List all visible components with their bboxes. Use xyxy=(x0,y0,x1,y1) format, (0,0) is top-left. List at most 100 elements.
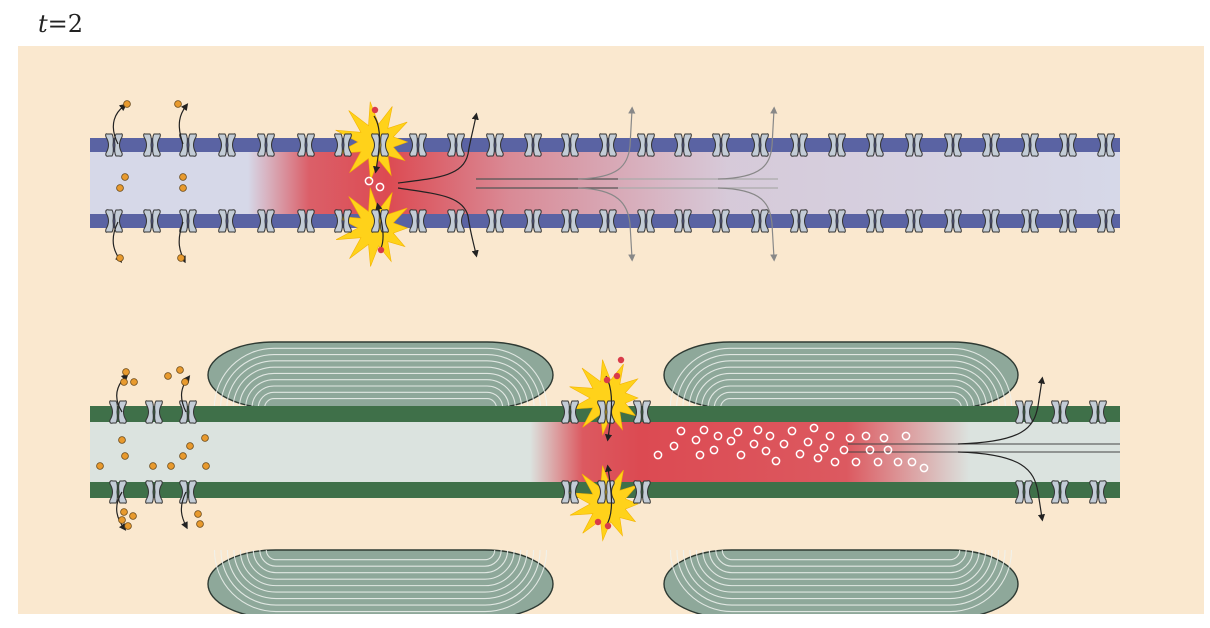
sodium-ion-icon xyxy=(375,182,385,192)
potassium-ion-icon xyxy=(179,452,187,460)
current-arrow-icon xyxy=(717,106,778,180)
ion-channel-icon xyxy=(561,209,579,233)
potassium-ion-icon xyxy=(130,378,138,386)
sodium-ion-icon xyxy=(819,443,829,453)
ion-channel-icon xyxy=(409,209,427,233)
ion-channel-icon xyxy=(866,133,884,157)
current-arrow-icon xyxy=(717,187,778,262)
sodium-ion-icon xyxy=(653,450,663,460)
ion-channel-icon xyxy=(1015,480,1033,504)
myelinated-axon xyxy=(90,341,1120,614)
sodium-ion-icon xyxy=(787,426,797,436)
ion-channel-icon xyxy=(905,133,923,157)
sodium-ion-icon xyxy=(691,435,701,445)
sodium-ion-icon xyxy=(613,372,621,380)
myelin-sheath-icon xyxy=(207,341,554,409)
unmyelinated-axon xyxy=(90,100,1120,267)
sodium-ion-icon xyxy=(809,423,819,433)
current-arrow-icon xyxy=(957,376,1046,445)
ion-channel-icon xyxy=(633,480,651,504)
myelin-sheath-icon xyxy=(663,341,1019,409)
sodium-ion-icon xyxy=(779,439,789,449)
ion-channel-icon xyxy=(633,400,651,424)
sodium-ion-icon xyxy=(594,518,602,526)
sodium-ion-icon xyxy=(851,457,861,467)
time-variable: t xyxy=(38,10,48,38)
ion-channel-icon xyxy=(751,209,769,233)
ion-channel-icon xyxy=(297,133,315,157)
potassium-ion-icon xyxy=(121,452,129,460)
ion-channel-icon xyxy=(982,133,1000,157)
potassium-ion-icon xyxy=(118,436,126,444)
sodium-ion-icon xyxy=(879,433,889,443)
ion-channel-icon xyxy=(790,133,808,157)
spark-icon xyxy=(569,359,639,436)
ion-channel-icon xyxy=(599,133,617,157)
ion-channel-icon xyxy=(371,133,389,157)
potassium-ion-icon xyxy=(120,508,128,516)
potassium-ion-icon xyxy=(186,442,194,450)
axon-conduction-diagram xyxy=(90,100,1120,614)
ion-channel-icon xyxy=(674,209,692,233)
ion-channel-icon xyxy=(1051,400,1069,424)
sodium-ion-icon xyxy=(861,431,871,441)
ion-channel-icon xyxy=(109,480,127,504)
sodium-ion-icon xyxy=(901,431,911,441)
ion-channel-icon xyxy=(790,209,808,233)
sodium-ion-icon xyxy=(736,450,746,460)
potassium-ion-icon xyxy=(129,512,137,520)
potassium-ion-icon xyxy=(149,462,157,470)
ion-channel-icon xyxy=(982,209,1000,233)
ion-channel-icon xyxy=(637,209,655,233)
potassium-ion-icon xyxy=(202,462,210,470)
ion-channel-icon xyxy=(297,209,315,233)
potassium-ion-icon xyxy=(179,184,187,192)
ion-channel-icon xyxy=(179,480,197,504)
ion-channel-icon xyxy=(1021,209,1039,233)
potassium-ion-icon xyxy=(116,184,124,192)
potassium-ion-icon xyxy=(196,520,204,528)
sodium-ion-icon xyxy=(364,176,374,186)
sodium-ion-icon xyxy=(603,376,611,384)
ion-channel-icon xyxy=(409,133,427,157)
sodium-ion-icon xyxy=(726,436,736,446)
current-arrow-icon xyxy=(373,115,381,174)
spark-icon xyxy=(335,101,409,181)
potassium-ion-icon xyxy=(176,366,184,374)
ion-channel-icon xyxy=(866,209,884,233)
ion-channel-icon xyxy=(828,209,846,233)
myelin-sheath-icon xyxy=(663,549,1019,614)
ion-channel-icon xyxy=(109,400,127,424)
current-arrow-icon xyxy=(178,103,189,145)
ion-channel-icon xyxy=(257,133,275,157)
sodium-ion-icon xyxy=(753,425,763,435)
ion-channel-icon xyxy=(944,209,962,233)
ion-channel-icon xyxy=(334,209,352,233)
sodium-ion-icon xyxy=(771,456,781,466)
ion-channel-icon xyxy=(105,133,123,157)
sodium-ion-icon xyxy=(709,445,719,455)
current-arrow-icon xyxy=(577,187,636,262)
ion-channel-icon xyxy=(257,209,275,233)
sodium-ion-icon xyxy=(669,441,679,451)
ion-channel-icon xyxy=(1021,133,1039,157)
potassium-ion-icon xyxy=(194,510,202,518)
ion-channel-icon xyxy=(637,133,655,157)
ion-channel-icon xyxy=(486,133,504,157)
ion-channel-icon xyxy=(218,209,236,233)
ion-channel-icon xyxy=(143,209,161,233)
current-arrow-icon xyxy=(577,106,636,180)
ion-channel-icon xyxy=(1015,400,1033,424)
sodium-ion-icon xyxy=(765,431,775,441)
ion-channel-icon xyxy=(179,400,197,424)
sodium-ion-icon xyxy=(371,106,379,114)
sodium-ion-icon xyxy=(803,437,813,447)
potassium-ion-icon xyxy=(164,372,172,380)
potassium-ion-icon xyxy=(121,173,129,181)
current-arrow-icon xyxy=(604,464,613,527)
potassium-ion-icon xyxy=(181,378,189,386)
current-arrow-icon xyxy=(957,451,1046,522)
sodium-ion-icon xyxy=(845,433,855,443)
ion-channel-icon xyxy=(1051,480,1069,504)
sodium-ion-icon xyxy=(761,446,771,456)
